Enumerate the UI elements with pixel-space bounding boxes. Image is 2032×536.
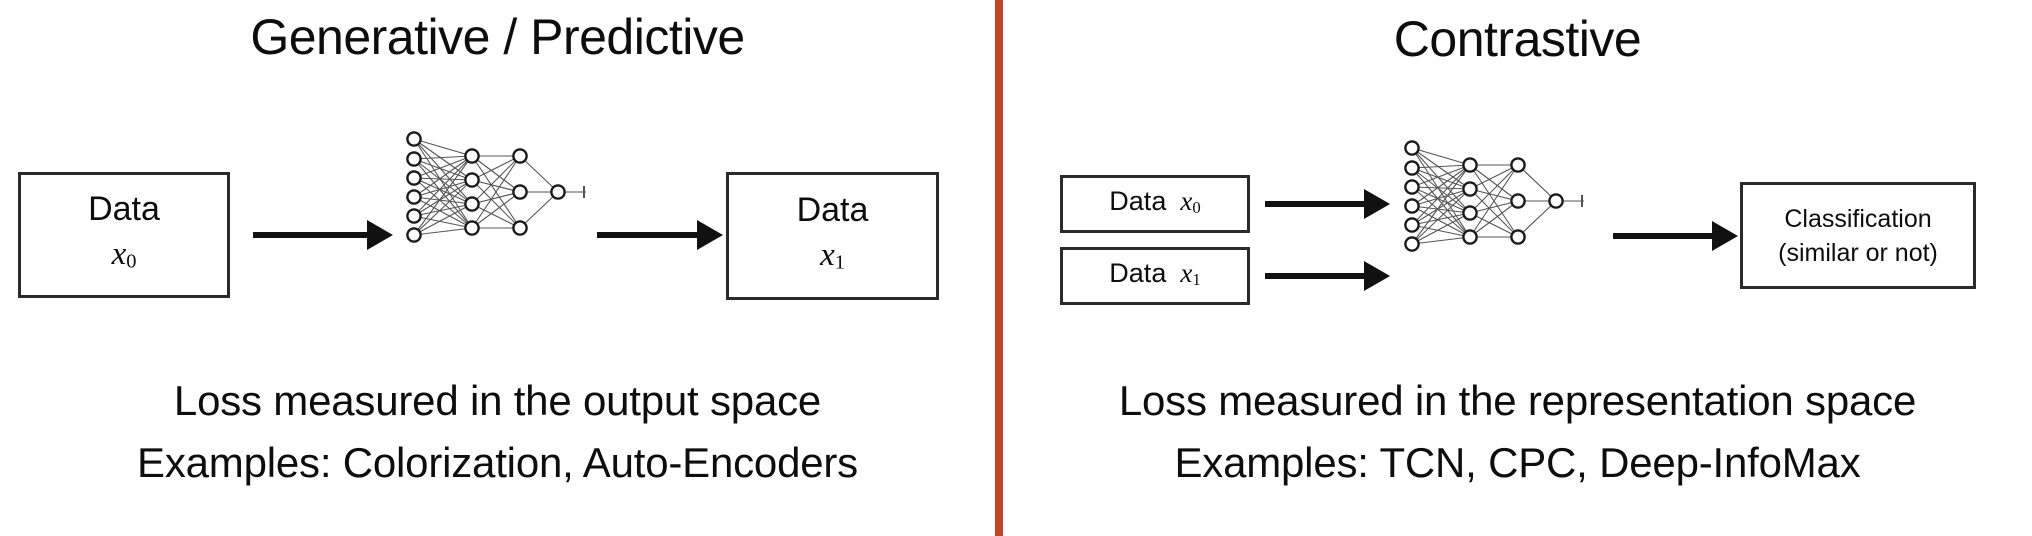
var-sub: 0 [1192, 197, 1201, 217]
caption-examples: Examples: Colorization, Auto-Encoders [137, 439, 858, 486]
var-base: x [820, 236, 835, 273]
box-data-x1-label: Data [796, 190, 869, 229]
label-text: Data [1109, 257, 1167, 288]
panel-title-generative-predictive: Generative / Predictive [250, 9, 745, 65]
var-sub: 0 [126, 250, 137, 273]
box-contrastive-data-x1: Data x1 [1060, 247, 1250, 305]
caption-loss: Loss measured in the representation spac… [1118, 377, 1917, 424]
box-data-x0-label: Data [88, 189, 160, 228]
label-text: Data [1109, 185, 1167, 216]
var-base: x [1180, 257, 1193, 288]
box-classification: Classification (similar or not) [1740, 182, 1976, 289]
box-contrastive-data-x1-label: Data x1 [1109, 255, 1200, 298]
captions-contrastive: Loss measured in the representation spac… [1003, 370, 2032, 494]
neural-network-encoder [398, 128, 593, 246]
box-data-x0-variable: x0 [112, 231, 137, 284]
var-sub: 1 [834, 251, 845, 274]
var-base: x [111, 235, 127, 272]
panel-contrastive: Contrastive Data x0 Data x1 [1003, 0, 2032, 536]
caption-examples: Examples: TCN, CPC, Deep-InfoMax [1174, 439, 1861, 486]
var-base: x [1180, 185, 1193, 216]
box-classification-line-1: Classification [1784, 204, 1932, 233]
box-data-x1-variable: x1 [820, 232, 845, 285]
panel-generative-predictive: Generative / Predictive Data x0 [0, 0, 995, 536]
box-classification-line-2: (similar or not) [1778, 238, 1938, 267]
panel-divider [995, 0, 1003, 536]
panel-title-contrastive: Contrastive [1393, 11, 1642, 67]
box-data-x1: Data x1 [726, 172, 939, 300]
captions-generative-predictive: Loss measured in the output space Exampl… [0, 370, 995, 494]
caption-loss: Loss measured in the output space [173, 377, 822, 424]
neural-network-encoder [1396, 137, 1591, 255]
box-contrastive-data-x0-label: Data x0 [1109, 183, 1200, 226]
var-sub: 1 [1192, 269, 1201, 289]
box-contrastive-data-x0: Data x0 [1060, 175, 1250, 233]
box-data-x0: Data x0 [18, 172, 230, 298]
